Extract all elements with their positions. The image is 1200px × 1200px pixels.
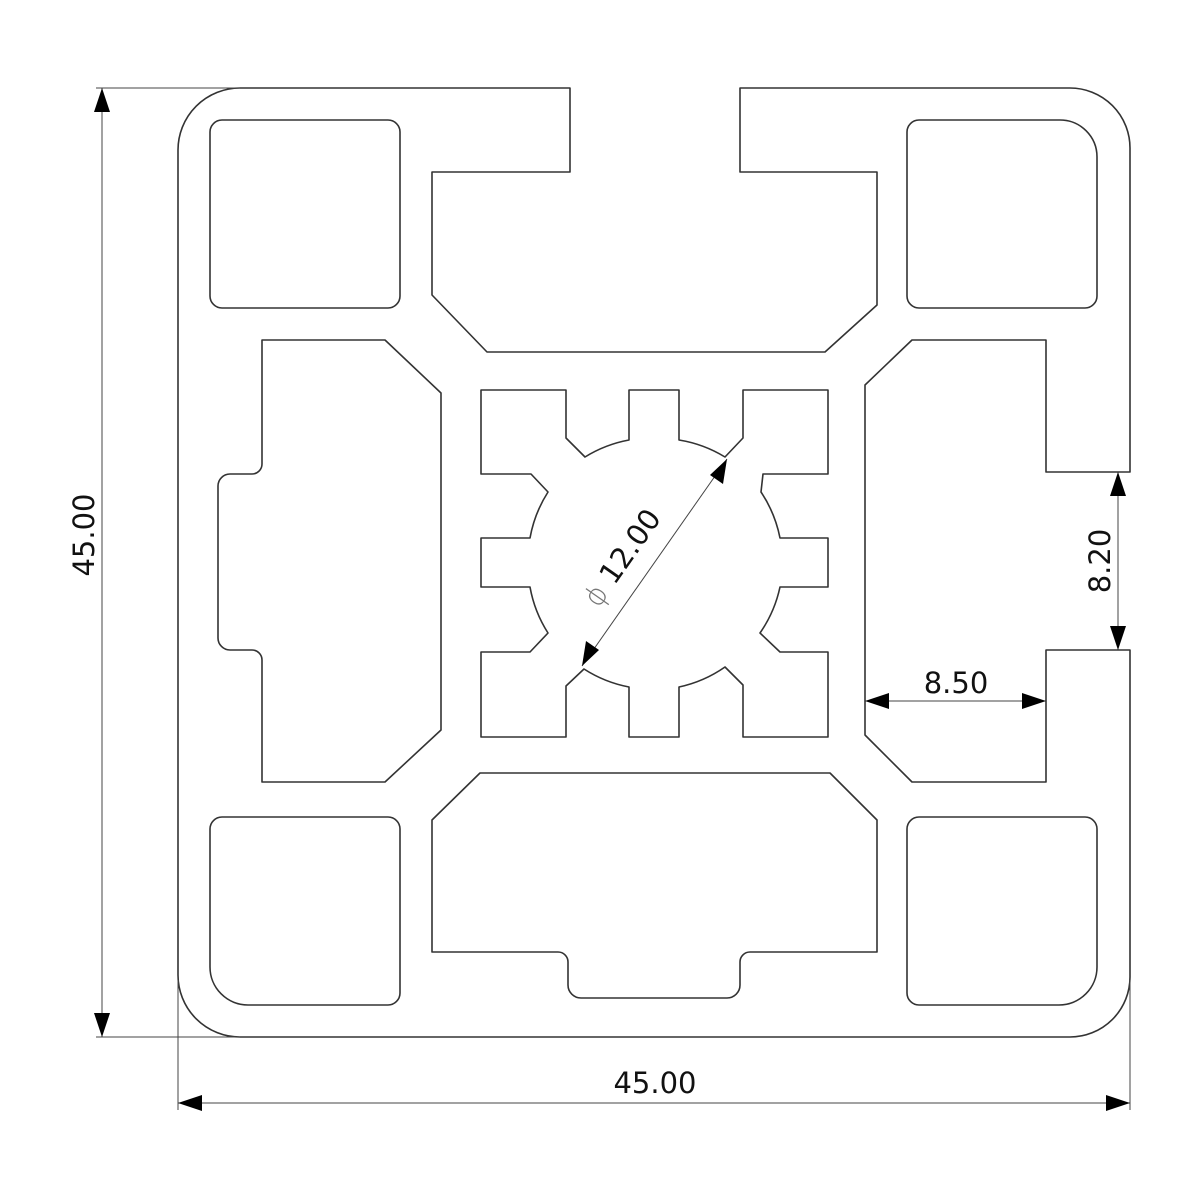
arrowhead-icon [582, 641, 599, 666]
arrowhead-icon [1106, 1095, 1130, 1111]
slot-opening-label: 8.20 [1083, 529, 1117, 594]
arrowhead-icon [1110, 626, 1126, 650]
arrowhead-icon [178, 1095, 202, 1111]
arrowhead-icon [94, 1013, 110, 1037]
arrowhead-icon [1022, 693, 1046, 709]
overall-height-label: 45.00 [67, 493, 101, 576]
arrowhead-icon [865, 693, 889, 709]
arrowhead-icon [94, 88, 110, 112]
center-bore-star [480, 389, 829, 738]
slot-depth-label: 8.50 [924, 666, 989, 700]
bottom-slot-cavity [431, 772, 878, 999]
profile-outer-contour [177, 87, 1131, 1038]
overall-width-label: 45.00 [613, 1066, 696, 1100]
corner-cavity-bottom-right [906, 816, 1098, 1006]
dimension-slot-depth: 8.50 [865, 666, 1046, 709]
center-bore-label: 12.00 [592, 503, 667, 591]
dimension-slot-opening: 8.20 [1083, 472, 1126, 650]
corner-cavity-bottom-left [209, 816, 401, 1006]
corner-cavity-top-left [209, 119, 401, 309]
dimension-center-bore: ϕ 12.00 [576, 458, 728, 667]
left-slot-cavity [217, 339, 442, 783]
arrowhead-icon [1110, 472, 1126, 496]
dimension-overall-height: 45.00 [67, 87, 240, 1038]
dimension-overall-width: 45.00 [177, 980, 1131, 1111]
corner-cavity-top-right [906, 119, 1098, 309]
arrowhead-icon [710, 459, 727, 484]
